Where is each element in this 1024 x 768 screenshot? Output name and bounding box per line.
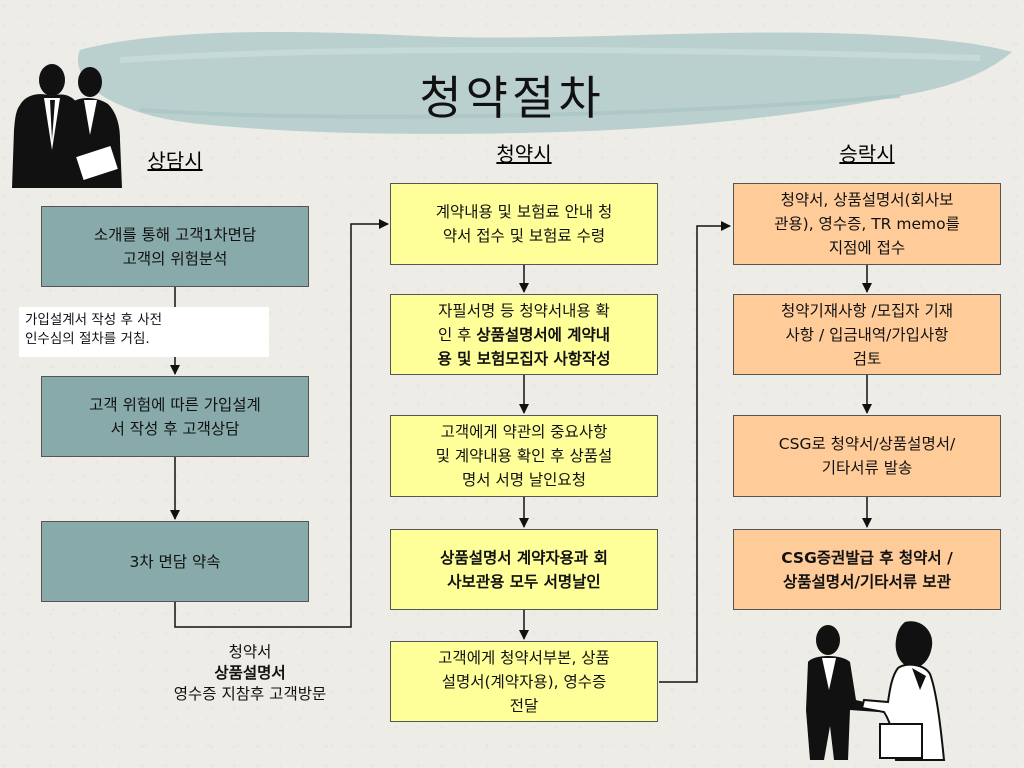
accept-step-4-line2: 상품설명서/기타서류 보관 <box>783 572 951 591</box>
accept-step-2: 청약기재사항 /모집자 기재 사항 / 입금내역/가입사항 검토 <box>733 294 1001 375</box>
consult-step-1-line2: 고객의 위험분석 <box>122 249 228 268</box>
subscribe-step-3-line3: 명서 서명 날인요청 <box>462 471 586 489</box>
visit-note-line1: 청약서 <box>228 643 272 661</box>
accept-step-2-line3: 검토 <box>852 349 882 368</box>
subscribe-step-5-line3: 전달 <box>509 696 539 715</box>
page-title: 청약절차 <box>419 71 605 125</box>
consult-step-2: 고객 위험에 따른 가입설계 서 작성 후 고객상담 <box>41 376 309 457</box>
subscribe-step-4-line2: 사보관용 모두 서명날인 <box>447 572 601 591</box>
consult-note-line2: 인수심의 절차를 거침. <box>25 331 150 347</box>
consult-note-line1: 가입설계서 작성 후 사전 <box>25 312 163 328</box>
subscribe-step-4: 상품설명서 계약자용과 회 사보관용 모두 서명날인 <box>390 529 658 610</box>
heading-consult: 상담시 <box>147 149 203 173</box>
accept-step-4-line1: CSG증권발급 후 청약서 / <box>781 548 953 567</box>
accept-step-4: CSG증권발급 후 청약서 / 상품설명서/기타서류 보관 <box>733 529 1001 610</box>
subscribe-step-1-line1: 계약내용 및 보험료 안내 청 <box>435 203 613 221</box>
accept-step-1: 청약서, 상품설명서(회사보 관용), 영수증, TR memo를 지점에 접수 <box>733 183 1001 265</box>
visit-note-line2: 상품설명서 <box>214 664 286 682</box>
subscribe-step-2-line1: 자필서명 등 청약서내용 확 <box>438 301 610 320</box>
consult-step-3-line1: 3차 면담 약속 <box>129 552 221 571</box>
consult-step-2-line1: 고객 위험에 따른 가입설계 <box>89 395 261 414</box>
accept-step-3-line2: 기타서류 발송 <box>821 459 913 477</box>
handshake-clipart-icon <box>806 621 946 761</box>
subscribe-step-1: 계약내용 및 보험료 안내 청 약서 접수 및 보험료 수령 <box>390 183 658 265</box>
consult-step-2-line2: 서 작성 후 고객상담 <box>110 419 240 438</box>
arrow-subscribe-to-accept <box>659 221 731 683</box>
subscribe-step-2-line2a: 인 후 <box>437 325 477 344</box>
consult-step-1-line1: 소개를 통해 고객1차면담 <box>93 225 257 244</box>
heading-accept: 승락시 <box>839 142 895 166</box>
subscribe-step-3-line2: 및 계약내용 확인 후 상품설 <box>435 447 613 465</box>
heading-subscribe: 청약시 <box>496 142 552 166</box>
subscribe-step-2: 자필서명 등 청약서내용 확 인 후 상품설명서에 계약내 용 및 보험모집자 … <box>390 294 658 375</box>
arrow-consult-to-subscribe <box>174 219 389 628</box>
subscribe-step-4-line1: 상품설명서 계약자용과 회 <box>440 548 608 567</box>
accept-step-2-line2: 사항 / 입금내역/가입사항 <box>785 325 949 344</box>
subscribe-step-5-line1: 고객에게 청약서부본, 상품 <box>438 648 610 667</box>
consult-step-3: 3차 면담 약속 <box>41 521 309 602</box>
accept-step-2-line1: 청약기재사항 /모집자 기재 <box>781 301 953 320</box>
subscribe-step-3-line1: 고객에게 약관의 중요사항 <box>440 423 608 441</box>
subscribe-step-1-line2: 약서 접수 및 보험료 수령 <box>442 227 606 245</box>
consult-step-1: 소개를 통해 고객1차면담 고객의 위험분석 <box>41 206 309 287</box>
visit-note-line3: 영수증 지참후 고객방문 <box>173 685 327 703</box>
subscribe-step-2-line2b: 상품설명서에 계약내 <box>476 325 611 344</box>
subscribe-step-5: 고객에게 청약서부본, 상품 설명서(계약자용), 영수증 전달 <box>390 641 658 722</box>
accept-step-1-line3: 지점에 접수 <box>828 239 906 257</box>
consult-note: 가입설계서 작성 후 사전 인수심의 절차를 거침. <box>19 307 269 357</box>
businessmen-clipart-icon <box>12 64 122 188</box>
title-banner <box>77 31 1013 134</box>
subscribe-step-2-line3: 용 및 보험모집자 사항작성 <box>437 349 611 368</box>
accept-step-1-line2: 관용), 영수증, TR memo를 <box>774 215 960 233</box>
subscribe-step-5-line2: 설명서(계약자용), 영수증 <box>441 672 607 691</box>
accept-step-3: CSG로 청약서/상품설명서/ 기타서류 발송 <box>733 415 1001 497</box>
accept-step-3-line1: CSG로 청약서/상품설명서/ <box>778 435 956 453</box>
visit-note: 청약서 상품설명서 영수증 지참후 고객방문 <box>130 642 370 705</box>
accept-step-1-line1: 청약서, 상품설명서(회사보 <box>780 191 954 209</box>
subscribe-step-3: 고객에게 약관의 중요사항 및 계약내용 확인 후 상품설 명서 서명 날인요청 <box>390 415 658 497</box>
